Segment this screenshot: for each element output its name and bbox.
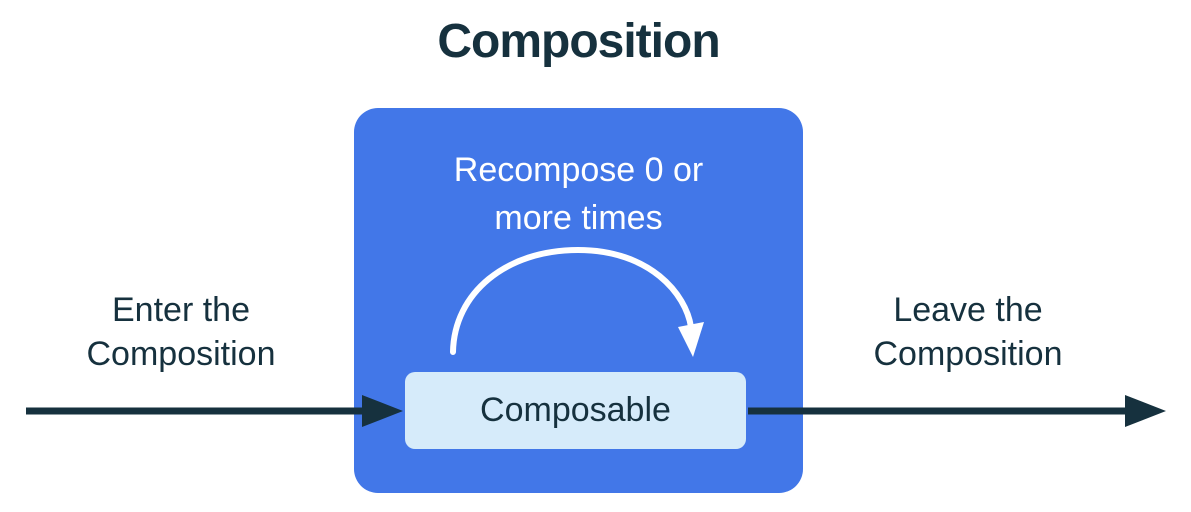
composable-label: Composable	[480, 391, 671, 429]
composable-box: Composable	[405, 372, 746, 449]
page-title: Composition	[437, 15, 720, 68]
leave-composition-label: Leave the Composition	[873, 291, 1063, 373]
enter-arrow-icon	[26, 395, 403, 427]
recompose-label: Recompose 0 or more times	[453, 151, 704, 237]
leave-arrow-icon	[748, 395, 1166, 427]
enter-composition-label: Enter the Composition	[86, 291, 276, 373]
